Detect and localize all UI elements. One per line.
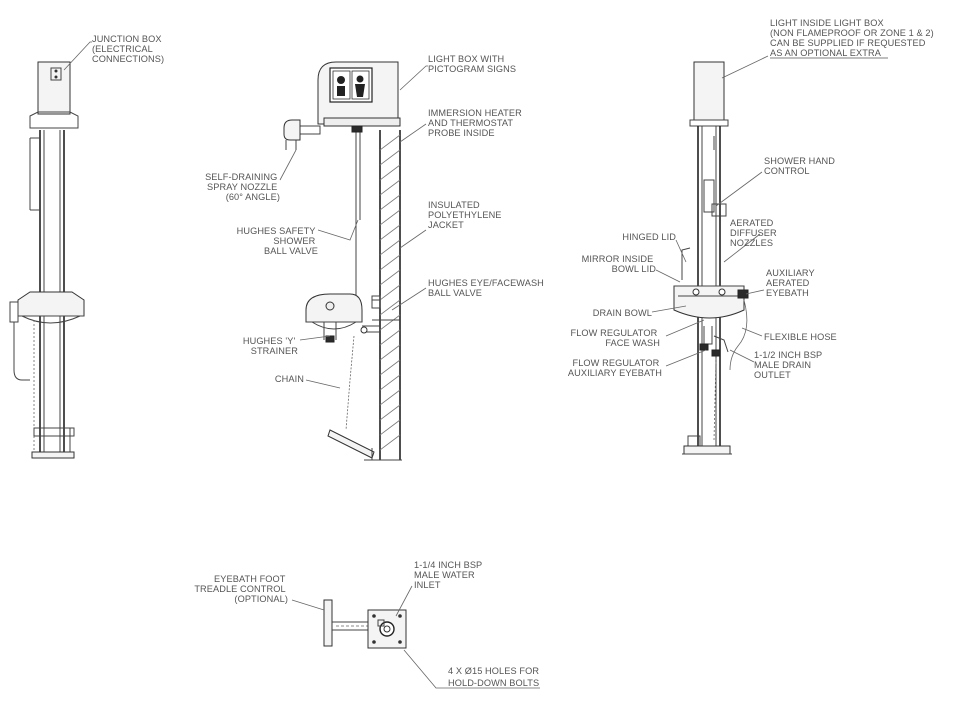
label-shower-valve: HUGHES SAFETY SHOWER BALL VALVE bbox=[237, 226, 318, 256]
label-junction-box: JUNCTION BOX (ELECTRICAL CONNECTIONS) bbox=[92, 34, 164, 64]
label-aux-eyebath: AUXILIARY AERATED EYEBATH bbox=[766, 268, 817, 298]
plan-view bbox=[291, 585, 540, 689]
drain-bowl bbox=[673, 285, 745, 319]
label-flow-regulator-face: FLOW REGULATOR FACE WASH bbox=[571, 328, 660, 348]
label-eyewash-valve: HUGHES EYE/FACEWASH BALL VALVE bbox=[428, 278, 547, 298]
foot-treadle bbox=[327, 429, 375, 459]
label-foot-treadle: EYEBATH FOOT TREADLE CONTROL (OPTIONAL) bbox=[194, 574, 288, 604]
label-holes: 4 X Ø15 HOLES FOR HOLD-DOWN BOLTS bbox=[448, 666, 542, 688]
front-section-view bbox=[279, 61, 428, 461]
label-light-inside: LIGHT INSIDE LIGHT BOX (NON FLAMEPROOF O… bbox=[770, 18, 936, 58]
insulated-jacket-hatch bbox=[379, 134, 401, 451]
label-chain: CHAIN bbox=[275, 374, 304, 384]
label-insulated-jacket: INSULATED POLYETHYLENE JACKET bbox=[428, 200, 504, 230]
label-drain-bowl: DRAIN BOWL bbox=[593, 308, 652, 318]
treadle-plate bbox=[323, 599, 333, 647]
label-immersion-heater: IMMERSION HEATER AND THERMOSTAT PROBE IN… bbox=[428, 108, 524, 138]
label-aerated-nozzles: AERATED DIFFUSER NOZZLES bbox=[730, 218, 779, 248]
label-y-strainer: HUGHES 'Y' STRAINER bbox=[243, 336, 298, 356]
label-light-box: LIGHT BOX WITH PICTOGRAM SIGNS bbox=[428, 54, 516, 74]
label-hinged-lid: HINGED LID bbox=[622, 232, 676, 242]
label-water-inlet: 1-1/4 INCH BSP MALE WATER INLET bbox=[414, 560, 485, 590]
right-light-box bbox=[693, 61, 725, 121]
annotation-labels: JUNCTION BOX (ELECTRICAL CONNECTIONS) LI… bbox=[92, 18, 936, 688]
label-shower-hand-control: SHOWER HAND CONTROL bbox=[764, 156, 838, 176]
label-flow-regulator-aux: FLOW REGULATOR AUXILIARY EYEBATH bbox=[568, 358, 662, 378]
label-mirror-lid: MIRROR INSIDE BOWL LID bbox=[582, 254, 657, 274]
side-view-left bbox=[9, 41, 92, 459]
label-flexible-hose: FLEXIBLE HOSE bbox=[764, 332, 837, 342]
junction-box bbox=[37, 61, 71, 115]
label-drain-outlet: 1-1/2 INCH BSP MALE DRAIN OUTLET bbox=[754, 350, 825, 380]
label-spray-nozzle: SELF-DRAINING SPRAY NOZZLE (60° ANGLE) bbox=[205, 172, 280, 202]
side-view-right bbox=[651, 55, 769, 455]
